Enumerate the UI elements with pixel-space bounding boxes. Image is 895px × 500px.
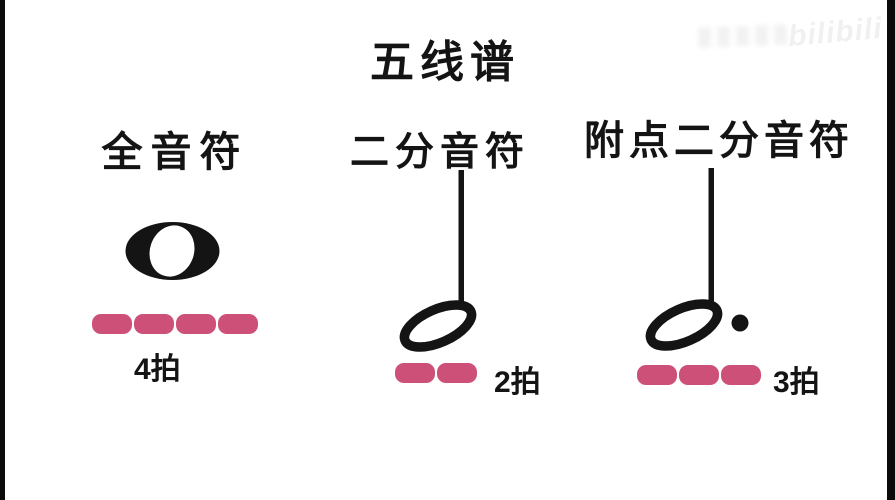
beat-dash: [721, 365, 761, 385]
right-edge-bar: [887, 0, 895, 500]
column-heading-half-note: 二分音符: [349, 131, 530, 174]
uploader-watermark: [697, 24, 791, 48]
left-edge-bar: [0, 0, 5, 500]
column-heading-dotted-half-note: 附点二分音符: [584, 119, 854, 163]
column-heading-whole-note: 全音符: [101, 129, 249, 175]
beat-dash: [679, 365, 719, 385]
beat-label-dotted-half-note: 3拍: [773, 366, 820, 399]
bilibili-logo-watermark: bilibili: [786, 11, 884, 54]
beat-dashes-half-note: [395, 363, 477, 383]
beat-dash: [637, 365, 677, 385]
beat-dash: [92, 314, 132, 334]
half-note-head: [399, 300, 477, 352]
whole-note-hole: [149, 225, 195, 277]
half-note-icon: [399, 170, 477, 352]
beat-dash: [134, 314, 174, 334]
whole-note-icon: [125, 222, 220, 280]
beat-dashes-whole-note: [92, 314, 258, 334]
dotted-half-note-icon: [645, 168, 749, 351]
dotted-half-note-head: [645, 299, 723, 351]
page-title: 五线谱: [370, 38, 520, 87]
beat-label-whole-note: 4拍: [134, 353, 181, 386]
beat-dash: [176, 314, 216, 334]
augmentation-dot-icon: [731, 314, 749, 332]
note-stem: [708, 168, 714, 320]
note-stem: [458, 170, 464, 320]
beat-dash: [395, 363, 435, 383]
beat-dash: [218, 314, 258, 334]
beat-dash: [437, 363, 477, 383]
beat-label-half-note: 2拍: [494, 366, 541, 399]
beat-dashes-dotted-half-note: [637, 365, 761, 385]
